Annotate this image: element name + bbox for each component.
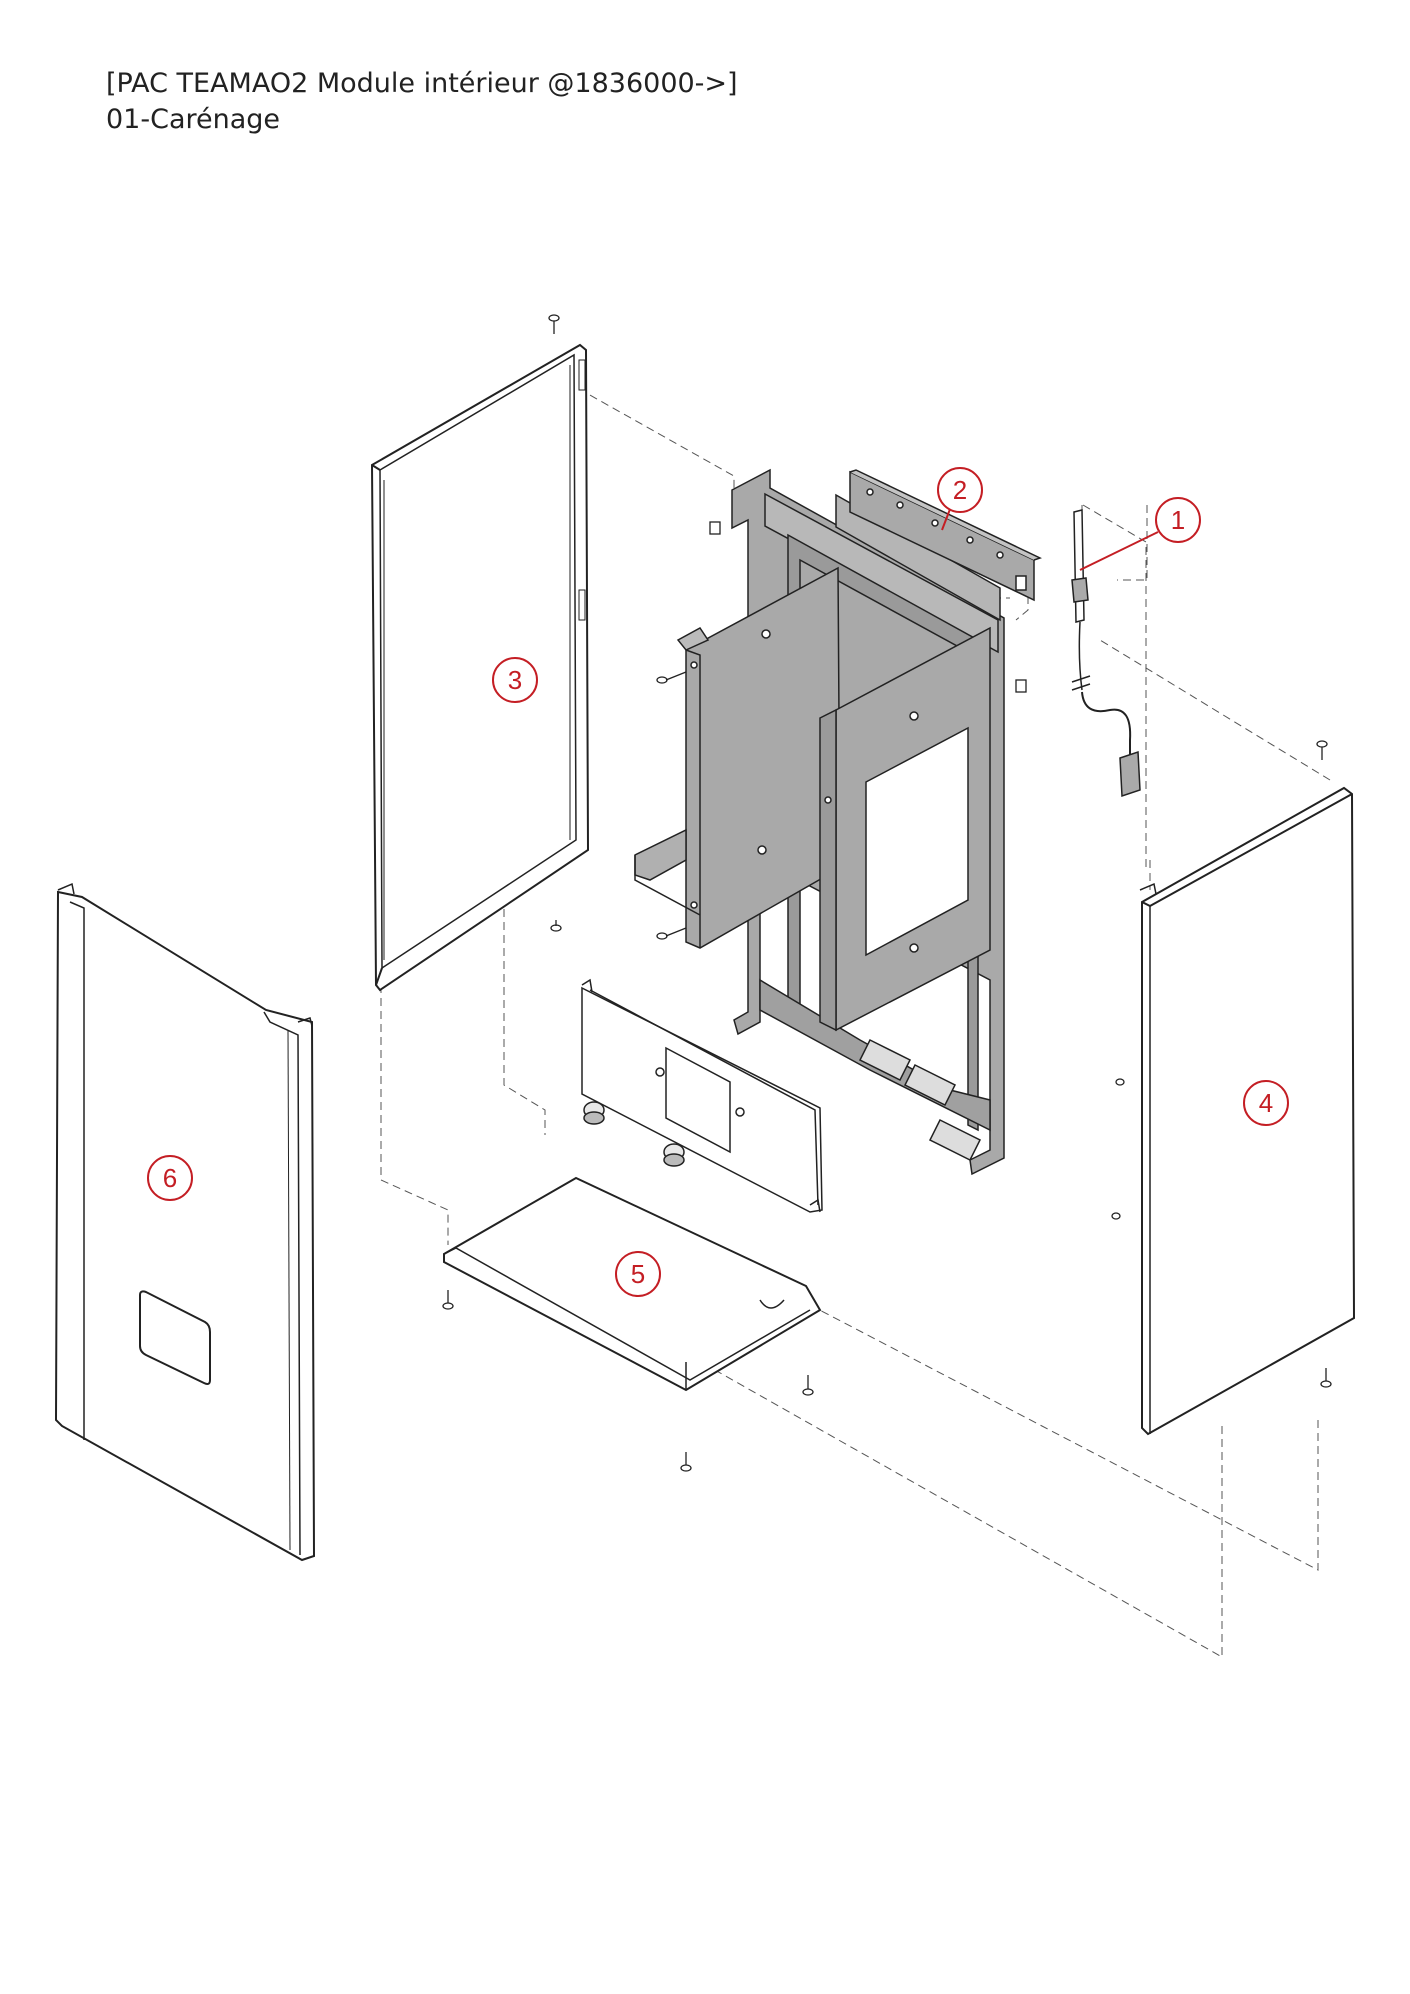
- title-block: [PAC TEAMAO2 Module intérieur @1836000->…: [106, 66, 738, 138]
- screw-icon: [548, 314, 560, 334]
- screw-icon: [709, 521, 721, 535]
- screw-icon: [1316, 740, 1328, 760]
- screw-icon: [442, 1290, 454, 1310]
- callout-number: 6: [163, 1163, 177, 1193]
- screw-icon: [656, 671, 687, 684]
- callout-number: 3: [508, 665, 522, 695]
- inner-plate-left: [634, 566, 841, 949]
- callout-3: 3: [492, 657, 538, 703]
- diagram-title: [PAC TEAMAO2 Module intérieur @1836000->…: [106, 68, 738, 99]
- callout-2: 2: [937, 467, 983, 513]
- screw-icon: [1111, 1212, 1121, 1220]
- side-panel-left: [370, 343, 590, 992]
- callout-5: 5: [615, 1251, 661, 1297]
- screw-icon: [656, 927, 687, 940]
- screw-icon: [1015, 679, 1027, 693]
- screw-icon: [1320, 1368, 1332, 1388]
- callout-number: 4: [1259, 1088, 1273, 1118]
- callout-6: 6: [147, 1155, 193, 1201]
- screw-icon: [550, 920, 562, 932]
- screw-icon: [1115, 1078, 1125, 1086]
- screw-icon: [802, 1375, 814, 1396]
- front-panel: [54, 882, 316, 1562]
- screws: [442, 314, 1332, 1472]
- inner-plate-right: [819, 626, 991, 1032]
- callout-1: 1: [1155, 497, 1201, 543]
- diagram-subtitle: 01-Carénage: [106, 104, 281, 135]
- callout-number: 5: [631, 1259, 645, 1289]
- screw-icon: [680, 1452, 692, 1472]
- temperature-probe: [1071, 509, 1141, 798]
- grommet-pair: [583, 1101, 685, 1167]
- callout-number: 1: [1171, 505, 1185, 535]
- callout-number: 2: [953, 475, 967, 505]
- callout-4: 4: [1243, 1080, 1289, 1126]
- cover-plate: [581, 978, 823, 1213]
